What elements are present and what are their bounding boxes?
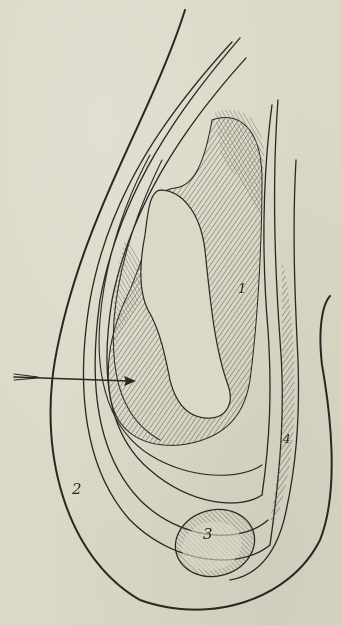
region-4-shading — [270, 260, 295, 520]
label-2: 2 — [72, 482, 82, 497]
label-4: 4 — [283, 433, 291, 445]
label-1: 1 — [238, 283, 246, 296]
label-3: 3 — [203, 527, 213, 542]
